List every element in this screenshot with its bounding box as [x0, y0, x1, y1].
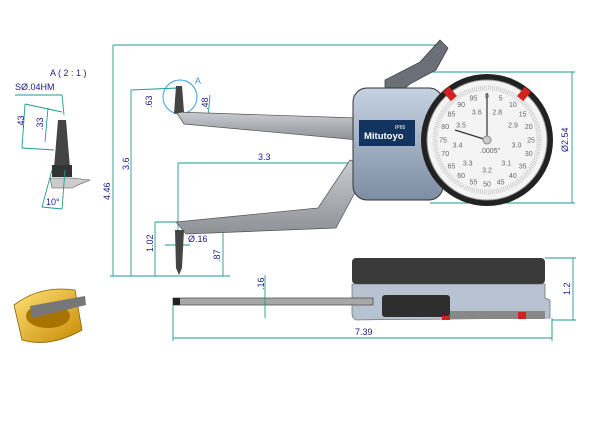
side-view: [172, 257, 576, 341]
dial-inner-label: 3.0: [512, 143, 522, 150]
dial-inner-label: 3.1: [501, 161, 511, 168]
dial-outer-label: 90: [457, 102, 465, 109]
dial-outer-label: 20: [525, 124, 533, 131]
dial-outer-label: 30: [525, 151, 533, 158]
dim-length: 7.39: [355, 327, 373, 337]
dim-tip-diameter: Ø.16: [188, 234, 208, 244]
dial-outer-label: 50: [483, 182, 491, 189]
dim-33: .33: [35, 117, 45, 130]
measuring-arms: [174, 39, 449, 275]
dim-thickness: 1.2: [562, 282, 572, 295]
ip-badge: IP65: [395, 125, 406, 131]
dim-43: .43: [16, 115, 26, 128]
dial-outer-label: 80: [441, 124, 449, 131]
dial-inner-label: 3.6: [472, 109, 482, 116]
dial-outer-label: 10: [509, 102, 517, 109]
dim-top-tip: .63: [144, 95, 154, 108]
dial-outer-label: 45: [497, 179, 505, 186]
dial-inner-label: 3.4: [453, 143, 463, 150]
dial-outer-label: 35: [519, 163, 527, 170]
dial-outer-label: 95: [470, 96, 478, 103]
dim-depth: 3.3: [258, 152, 271, 162]
dim-height: 3.6: [121, 157, 131, 170]
dial-inner-label: 3.2: [482, 168, 492, 175]
dial-outer-label: 85: [448, 112, 456, 119]
dial-outer-label: 25: [527, 138, 535, 145]
dim-top-tip2: .48: [200, 97, 210, 110]
dim-lower: 1.02: [145, 234, 155, 252]
dial-outer-label: 40: [509, 173, 517, 180]
tip-radius-label: SØ.04HM: [15, 82, 55, 92]
detail-view-a: A ( 2 : 1 ) SØ.04HM .43 .33 10°: [15, 68, 92, 210]
dial-outer-label: 70: [441, 151, 449, 158]
dial-indicator: 051015202530354045505560657075808590952.…: [421, 74, 553, 206]
dimension-labels: 4.46 3.6 .63 .48 A 3.3 1.02 Ø.16 .87 Ø2.…: [102, 76, 572, 337]
dim-overall-height: 4.46: [102, 182, 112, 200]
dim-lower2: .87: [212, 249, 222, 262]
dial-outer-label: 55: [470, 179, 478, 186]
dial-inner-label: 3.5: [456, 123, 466, 130]
dial-outer-label: 15: [519, 112, 527, 119]
contact-point-3d: [13, 288, 86, 343]
angle-label: 10°: [46, 197, 60, 207]
dial-outer-label: 60: [457, 173, 465, 180]
dial-outer-label: 75: [439, 138, 447, 145]
detail-marker: A: [195, 76, 201, 86]
dial-outer-label: 5: [499, 96, 503, 103]
detail-title: A ( 2 : 1 ): [50, 68, 87, 78]
dial-inner-label: 3.3: [463, 161, 473, 168]
dial-inner-label: 2.9: [508, 123, 518, 130]
dial-inner-label: 2.8: [492, 109, 502, 116]
brand-logo: Mitutoyo: [364, 131, 404, 142]
dial-resolution: .0005": [480, 148, 501, 155]
dial-outer-label: 65: [448, 163, 456, 170]
dim-dial-diameter: Ø2.54: [560, 127, 570, 152]
dim-arm-thickness: .16: [256, 277, 266, 290]
gauge-body: Mitutoyo IP65: [352, 87, 444, 201]
